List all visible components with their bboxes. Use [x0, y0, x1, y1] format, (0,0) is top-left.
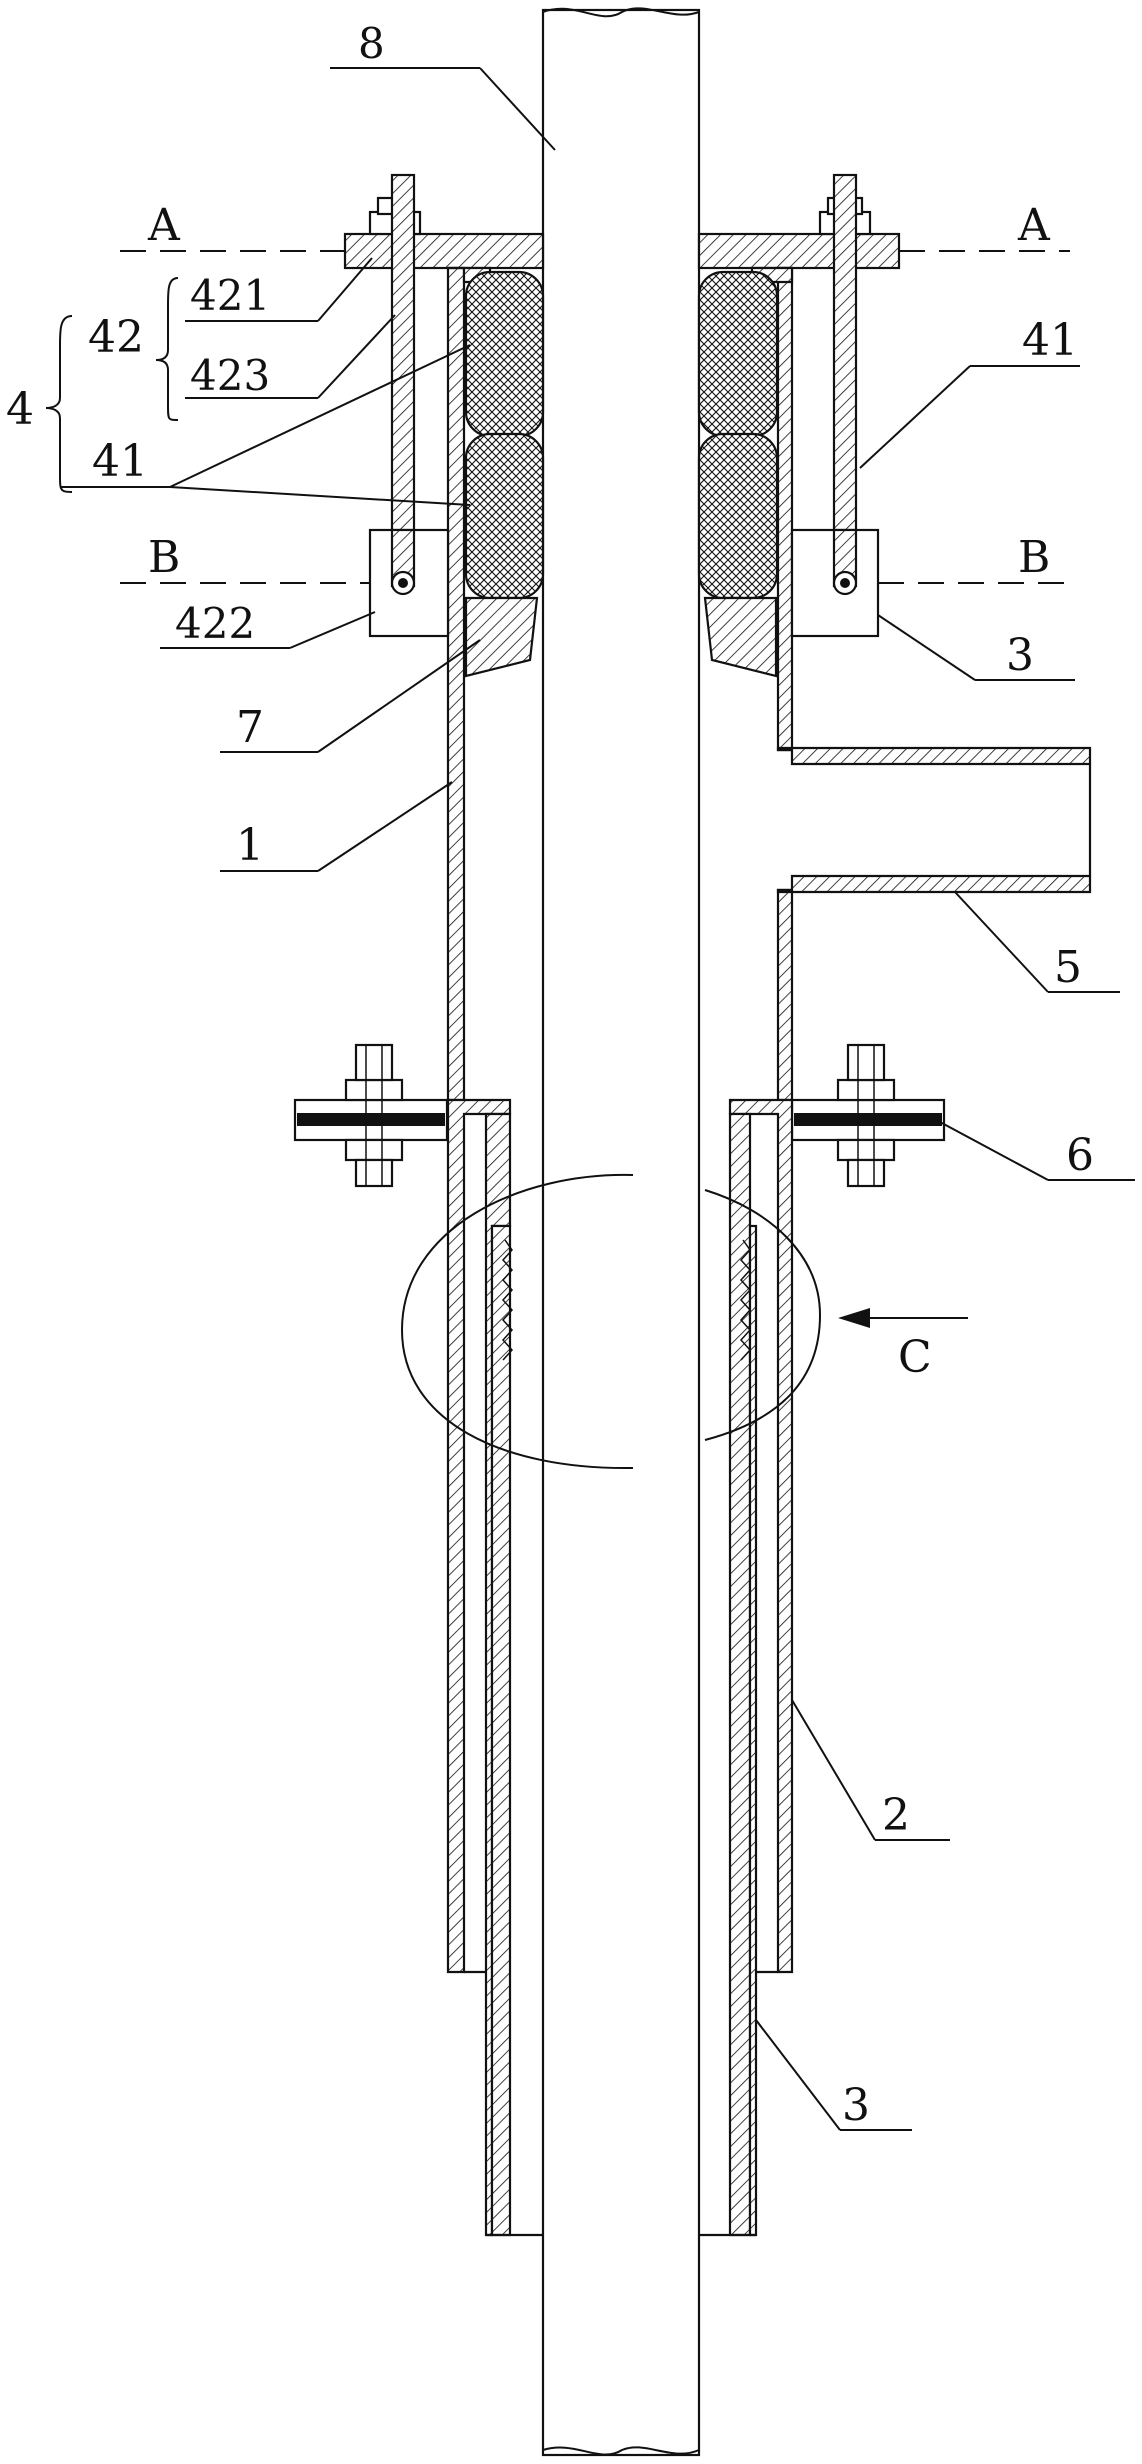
label-421: 421: [190, 271, 270, 320]
label-6: 6: [1066, 1130, 1094, 1181]
label-a-left: A: [147, 200, 181, 251]
packing-left: [466, 272, 543, 598]
label-5: 5: [1054, 942, 1082, 993]
label-3-upper: 3: [1006, 630, 1034, 681]
shaft-8: [543, 8, 699, 2455]
label-b-right: B: [1018, 532, 1050, 583]
brace-42: [156, 278, 178, 420]
hinge-left-422: [370, 530, 448, 636]
packing-right: [699, 272, 777, 598]
label-a-right: A: [1017, 200, 1051, 251]
label-41-right: 41: [1022, 315, 1078, 366]
label-1: 1: [236, 820, 264, 871]
label-8: 8: [358, 19, 385, 68]
brace-4: [46, 316, 72, 492]
label-7: 7: [236, 702, 264, 753]
label-3-lower: 3: [842, 2080, 870, 2131]
outlet-pipe-5: [778, 748, 1090, 892]
label-c: C: [898, 1332, 932, 1383]
label-4: 4: [6, 384, 34, 435]
label-42: 42: [88, 312, 144, 363]
label-423: 423: [190, 351, 270, 400]
flange-right: [792, 1045, 944, 1186]
hinge-right-3: [792, 530, 878, 636]
label-2: 2: [882, 1790, 910, 1841]
flange-left: [295, 1045, 447, 1186]
label-41-left: 41: [92, 436, 148, 487]
label-422: 422: [175, 599, 255, 648]
label-b-left: B: [148, 532, 180, 583]
